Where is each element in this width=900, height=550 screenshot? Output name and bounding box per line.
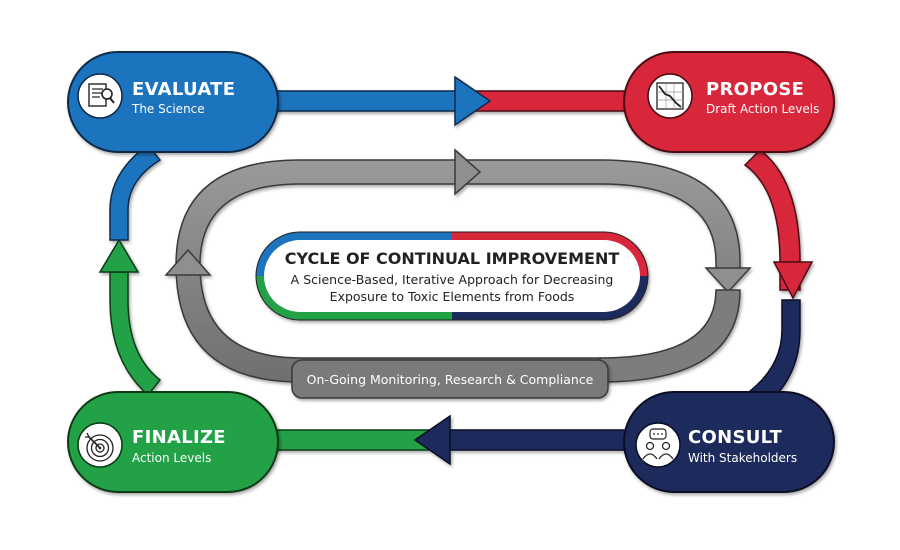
- evaluate-title: EVALUATE: [132, 79, 235, 100]
- monitoring-loop: [164, 148, 752, 383]
- banner-text: On-Going Monitoring, Research & Complian…: [307, 372, 594, 387]
- stage-consult: CONSULT With Stakeholders: [623, 391, 835, 493]
- finalize-subtitle: Action Levels: [132, 451, 211, 465]
- center-line-1: A Science-Based, Iterative Approach for …: [291, 272, 614, 287]
- consult-title: CONSULT: [688, 427, 782, 448]
- target-arrow-icon: [85, 432, 114, 462]
- people-discussion-icon: [642, 428, 674, 460]
- arrow-consult-to-finalize: [259, 414, 641, 466]
- stage-finalize: FINALIZE Action Levels: [67, 391, 279, 493]
- center-line-2: Exposure to Toxic Elements from Foods: [330, 289, 575, 304]
- stage-propose: PROPOSE Draft Action Levels: [623, 51, 835, 153]
- document-magnifier-icon: [88, 83, 115, 107]
- center-title: CYCLE OF CONTINUAL IMPROVEMENT: [285, 249, 620, 268]
- monitoring-banner: On-Going Monitoring, Research & Complian…: [291, 359, 609, 399]
- finalize-title: FINALIZE: [132, 427, 226, 448]
- propose-subtitle: Draft Action Levels: [706, 102, 819, 116]
- arrow-evaluate-to-propose: [269, 75, 641, 127]
- center-pill: [255, 231, 649, 321]
- arrow-propose-to-consult: [743, 149, 814, 411]
- declining-chart-icon: [656, 82, 684, 110]
- propose-title: PROPOSE: [706, 79, 804, 100]
- arrow-finalize-to-evaluate: [98, 143, 162, 397]
- stage-evaluate: EVALUATE The Science: [67, 51, 279, 153]
- consult-subtitle: With Stakeholders: [688, 451, 797, 465]
- evaluate-subtitle: The Science: [131, 102, 205, 116]
